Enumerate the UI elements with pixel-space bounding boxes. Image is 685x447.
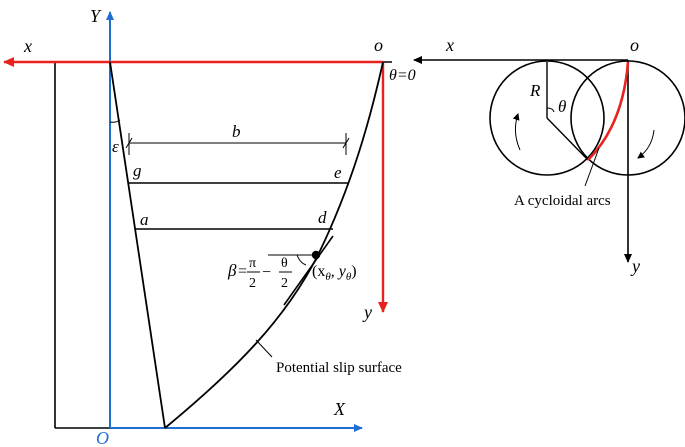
b-label: b [232,122,241,141]
X-axis-label: X [333,399,346,419]
beta-minus: − [262,264,271,281]
rolling-circle-left [489,60,605,176]
theta-zero-label: θ=0 [389,67,416,84]
cycloid-label: A cycloidal arcs [514,193,611,209]
beta-arc [296,254,307,266]
left-x-label: x [23,36,32,56]
beta-theta: θ [281,256,288,271]
beta-equals: = [238,263,247,280]
beta-pi: π [249,256,256,271]
right-x-label: x [445,35,454,55]
right-y-label: y [630,256,640,276]
cycloidal-arc [587,61,630,161]
beta-symbol: β [227,261,237,280]
point-x-theta [311,250,321,260]
g-label: g [133,161,142,180]
left-y-label: Y [90,6,102,26]
O-origin-label: O [96,428,109,447]
epsilon-arc [109,119,121,123]
R-label: R [529,81,541,100]
left-o-label: o [374,35,383,55]
red-y-label: y [362,302,372,322]
right-o-label: o [630,35,639,55]
tangent-line [283,235,334,306]
beta-two-1: 2 [249,276,256,291]
b-slash-left [125,137,133,149]
theta-right-label: θ [558,97,566,116]
beta-two-2: 2 [281,276,288,291]
rotation-arrow-left [512,113,521,151]
wall-back-line [109,61,166,429]
b-slash-right [342,137,350,149]
rolling-circle-right [570,60,685,176]
slip-label-leader [255,339,273,358]
radius-theta-line [546,117,589,161]
e-label: e [334,163,342,182]
cycloid-label-leader [584,147,600,187]
point-coord-label: (xθ, yθ) [312,263,357,283]
potential-slip-label: Potential slip surface [276,360,402,376]
a-label: a [140,210,149,229]
rotation-arrow-right [637,129,655,159]
d-label: d [318,208,327,227]
theta-arc-right [546,107,555,113]
epsilon-label: ε [112,137,119,156]
